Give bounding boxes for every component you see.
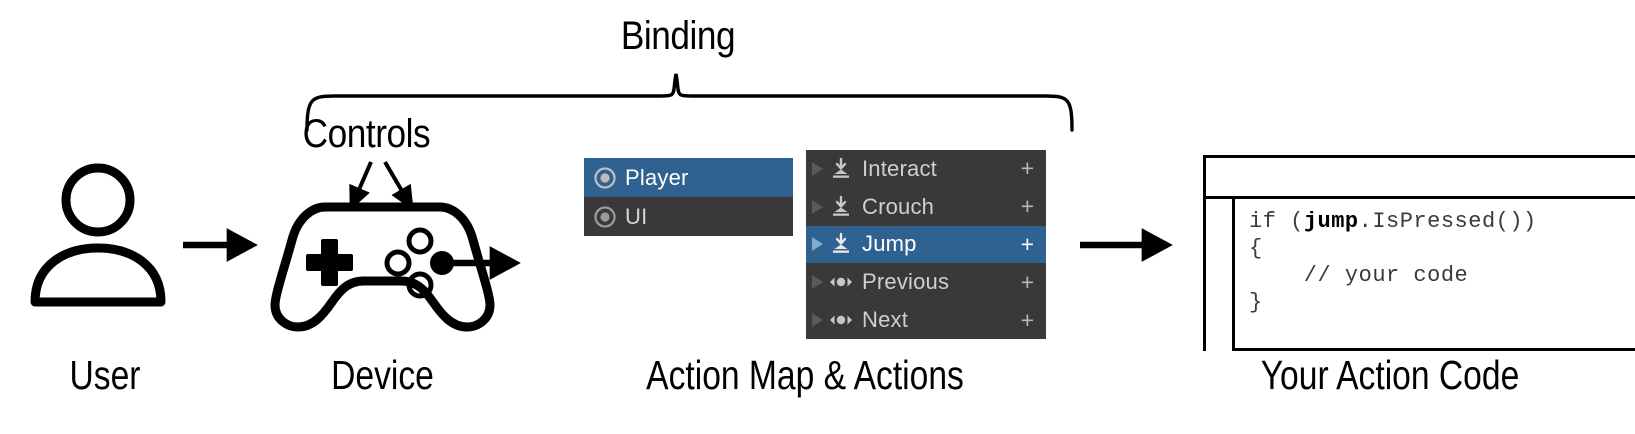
axis-action-icon [828, 307, 854, 333]
code-line-3: // your code [1249, 263, 1469, 288]
code-line-1-bold: jump [1303, 209, 1359, 234]
action-map-row-ui[interactable]: UI [584, 197, 793, 236]
action-map-list[interactable]: Player UI [584, 158, 793, 236]
action-label: Previous [862, 269, 950, 295]
action-row-interact[interactable]: Interact + [806, 150, 1046, 188]
arrow-user-to-device [183, 228, 258, 262]
binding-annotation-label: Binding [620, 14, 736, 58]
action-map-label: Player [625, 164, 689, 190]
code-window-titlebar [1206, 158, 1635, 199]
disclosure-triangle-icon[interactable] [812, 199, 823, 214]
code-line-gutter [1206, 199, 1235, 351]
disclosure-triangle-icon[interactable] [812, 237, 823, 252]
caption-action-code: Your Action Code [1260, 352, 1520, 398]
button-action-icon [828, 231, 854, 257]
action-label: Crouch [862, 193, 935, 219]
button-action-icon [828, 156, 854, 182]
action-label: Interact [862, 155, 937, 181]
arrow-actions-to-code [1080, 228, 1173, 262]
add-binding-button[interactable]: + [1020, 306, 1034, 333]
gamepad-controller-icon [270, 202, 495, 332]
action-map-icon [594, 166, 616, 189]
add-binding-button[interactable]: + [1020, 230, 1034, 257]
arrow-device-to-actions [440, 246, 521, 280]
action-map-label: UI [625, 203, 648, 229]
controls-pointer-arrows [349, 160, 414, 211]
disclosure-triangle-icon[interactable] [812, 161, 823, 176]
actions-list[interactable]: Interact + Crouch + [806, 150, 1046, 339]
binding-brace [305, 73, 1074, 132]
disclosure-triangle-icon[interactable] [812, 313, 823, 328]
action-map-icon [594, 205, 616, 228]
code-window-body: if (jump.IsPressed()) { // your code } [1206, 199, 1635, 351]
axis-action-icon [828, 269, 854, 295]
action-label: Jump [862, 231, 917, 257]
code-line-2: { [1249, 236, 1263, 261]
action-row-jump[interactable]: Jump + [806, 225, 1046, 264]
action-row-previous[interactable]: Previous + [806, 263, 1046, 301]
add-binding-button[interactable]: + [1020, 193, 1034, 220]
caption-device: Device [331, 352, 434, 398]
add-binding-button[interactable]: + [1020, 268, 1034, 295]
action-label: Next [862, 307, 909, 333]
caption-user: User [69, 352, 141, 398]
action-row-crouch[interactable]: Crouch + [806, 188, 1046, 226]
caption-action-map: Action Map & Actions [646, 352, 964, 398]
face-button-left [384, 249, 412, 277]
face-button-top [406, 227, 434, 255]
disclosure-triangle-icon[interactable] [812, 275, 823, 290]
code-editor-window[interactable]: if (jump.IsPressed()) { // your code } [1203, 155, 1635, 351]
controls-annotation-label: Controls [302, 112, 431, 156]
code-text[interactable]: if (jump.IsPressed()) { // your code } [1235, 199, 1635, 351]
face-button-bottom [406, 271, 434, 299]
dpad-icon [306, 239, 353, 286]
code-line-1-before: if ( [1249, 209, 1304, 234]
button-action-icon [828, 194, 854, 220]
action-map-row-player[interactable]: Player [584, 158, 793, 197]
action-row-next[interactable]: Next + [806, 301, 1046, 339]
user-person-icon [30, 163, 166, 307]
code-line-1-after: .IsPressed()) [1358, 209, 1537, 234]
add-binding-button[interactable]: + [1020, 155, 1034, 182]
code-line-4: } [1249, 290, 1263, 315]
